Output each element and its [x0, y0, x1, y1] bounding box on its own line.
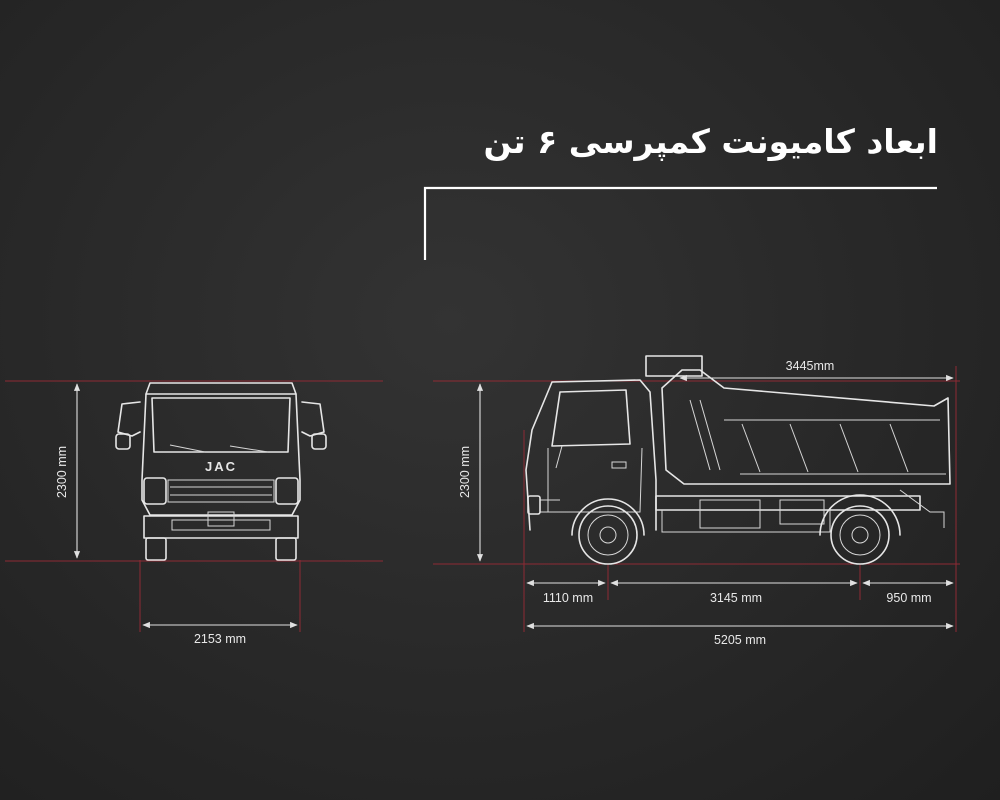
- jac-logo: JAC: [205, 459, 237, 474]
- front-width-dimension: 2153 mm: [142, 621, 298, 646]
- wheelbase-label: 3145 mm: [710, 591, 762, 605]
- truck-side-view: [525, 355, 951, 565]
- total-length-dimension: 5205 mm: [526, 622, 954, 647]
- side-height-label: 2300 mm: [458, 446, 472, 498]
- truck-front-view: JAC: [115, 382, 327, 561]
- guide-lines: [5, 366, 960, 632]
- front-height-dimension: 2300 mm: [55, 383, 81, 559]
- total-length-label: 5205 mm: [714, 633, 766, 647]
- front-height-label: 2300 mm: [55, 446, 69, 498]
- page-title: ابعاد کامیونت کمپرسی ۶ تن: [483, 122, 938, 161]
- body-length-label: 3445mm: [786, 359, 835, 373]
- rear-overhang-dimension: 950 mm: [862, 579, 954, 605]
- wheelbase-dimension: 3145 mm: [610, 579, 858, 605]
- front-overhang-dimension: 1110 mm: [526, 579, 606, 605]
- side-height-dimension: 2300 mm: [458, 383, 484, 562]
- title-bracket: [423, 186, 937, 260]
- front-overhang-label: 1110 mm: [543, 591, 593, 605]
- body-length-dimension: 3445mm: [679, 359, 954, 382]
- rear-overhang-label: 950 mm: [886, 591, 931, 605]
- front-width-label: 2153 mm: [194, 632, 246, 646]
